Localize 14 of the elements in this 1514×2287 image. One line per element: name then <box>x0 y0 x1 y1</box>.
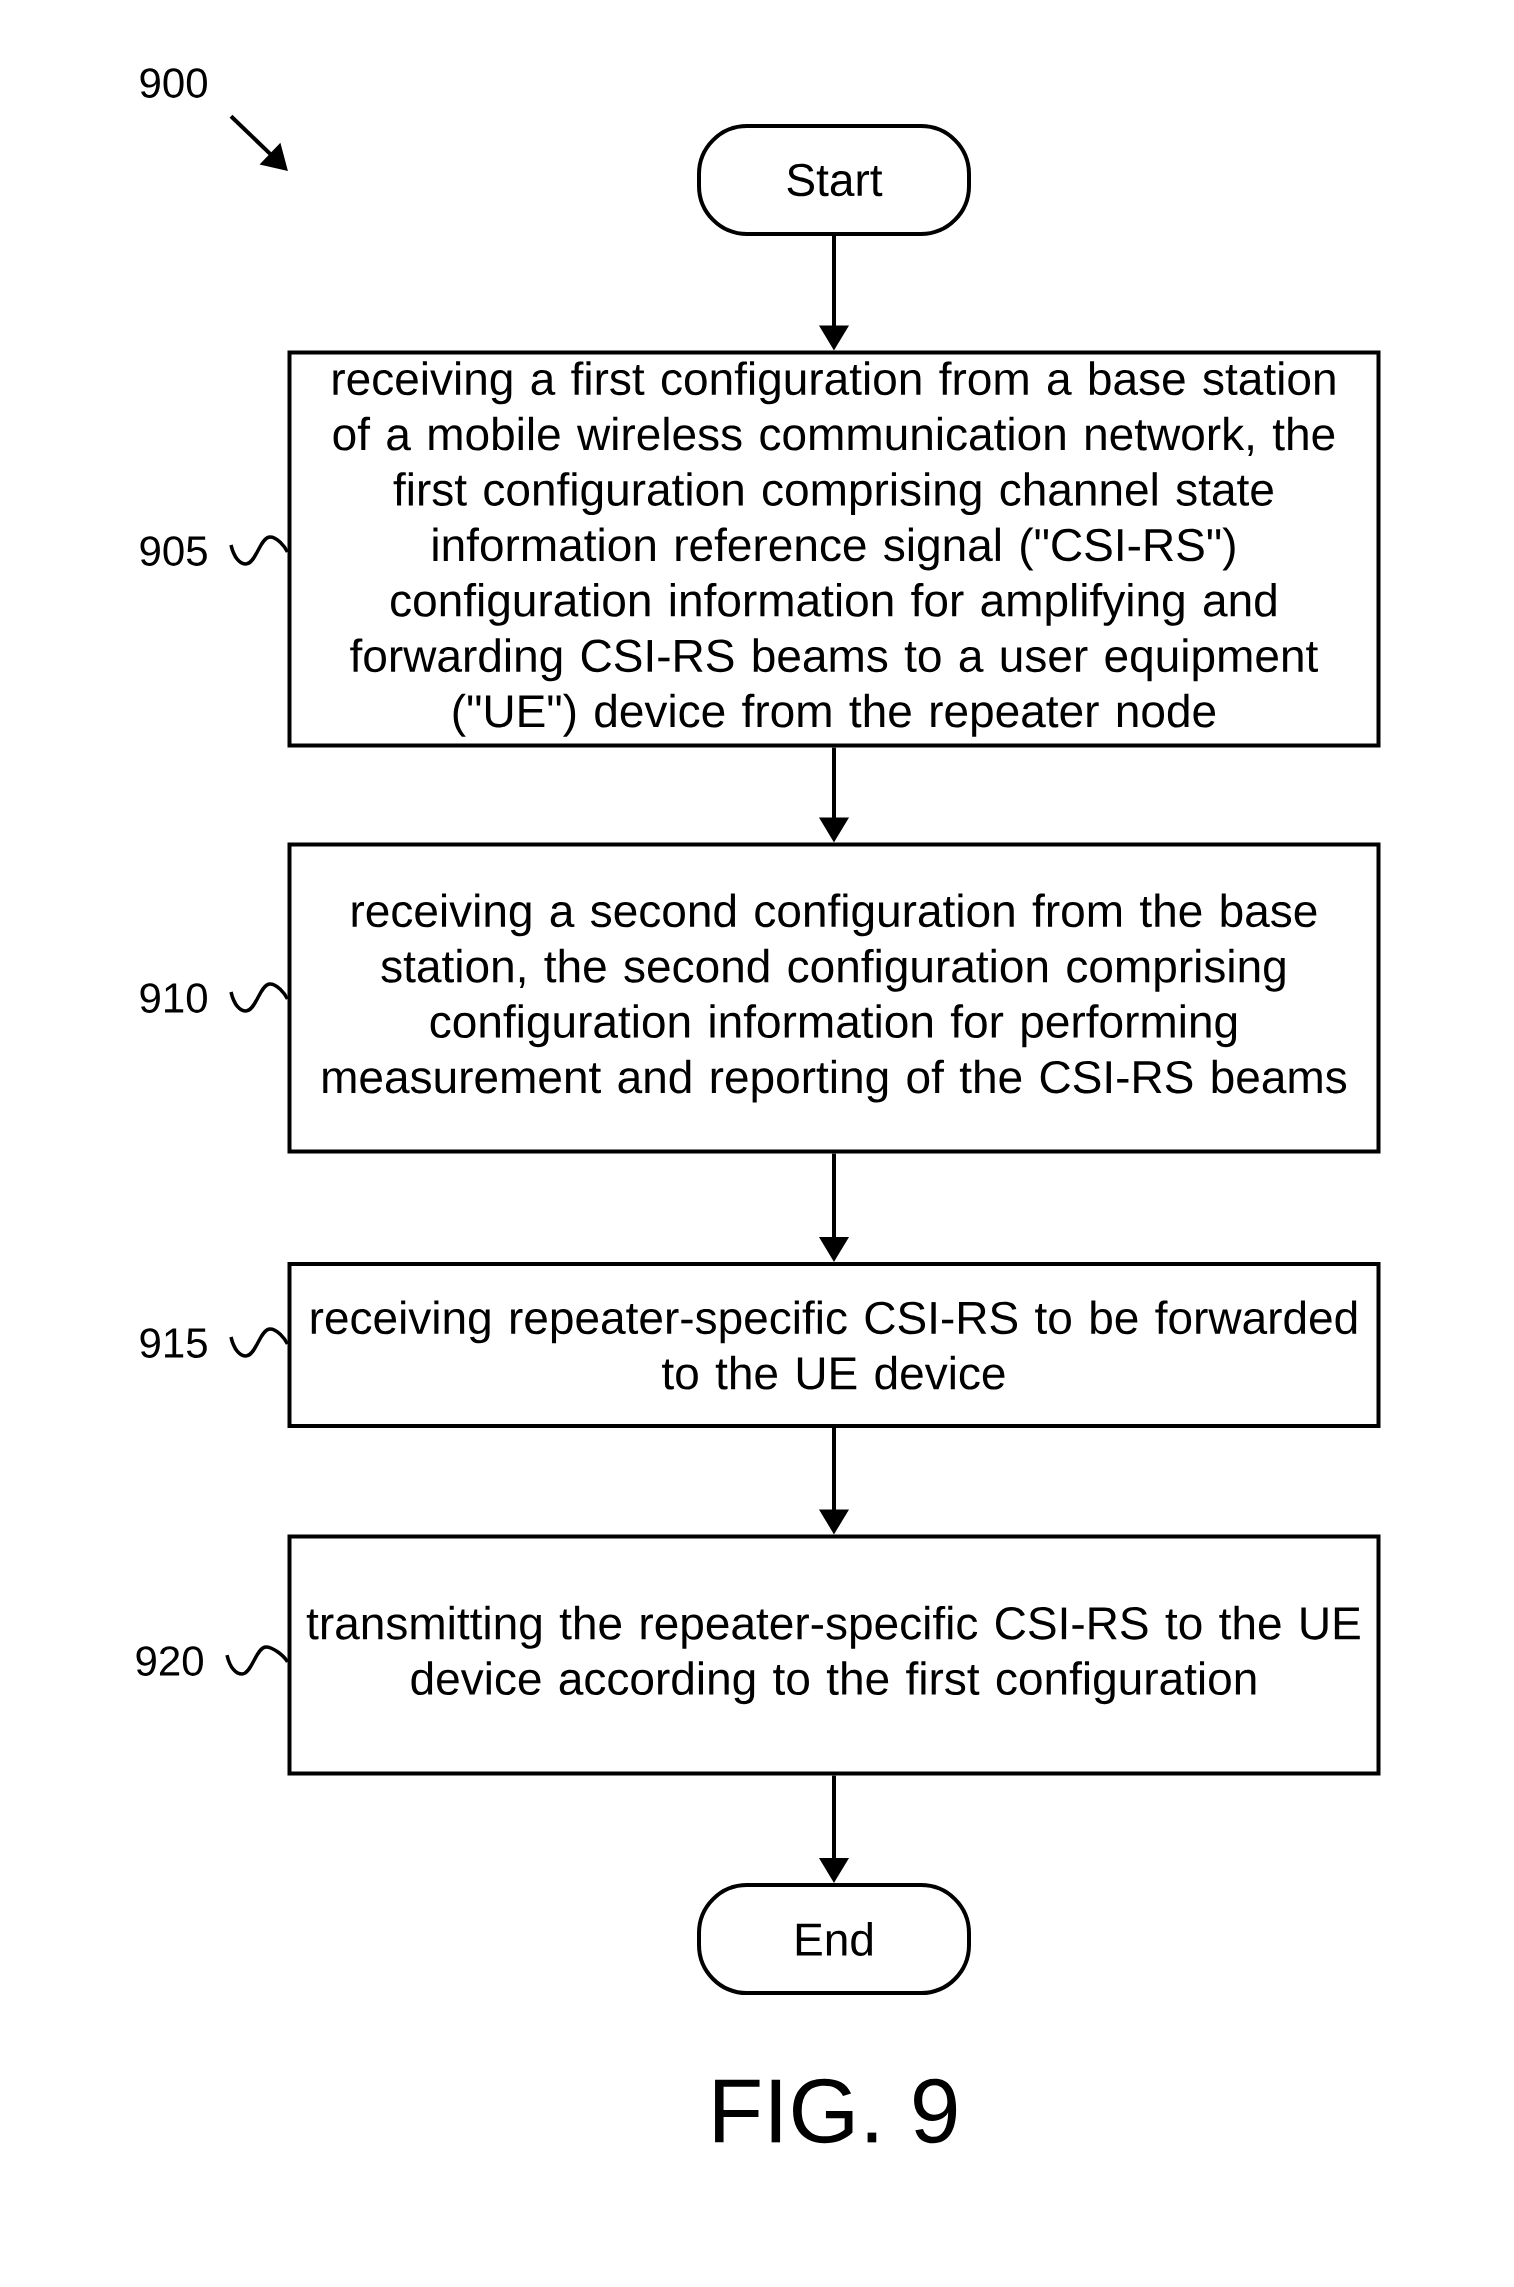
reference-numeral: 905 <box>140 536 207 566</box>
leader-line <box>225 1645 289 1676</box>
process-box: receiving repeater-specific CSI-RS to be forwarded to the UE device <box>287 1262 1381 1428</box>
process-box: receiving a first configuration from a base station of a mobile wireless communication network, the first configuration comprising channel state information reference signal ("CSI-RS") configuration information for amplifying and forwarding CSI-RS beams to a user equipment ("UE") device from the repeater node <box>287 350 1381 748</box>
reference-numeral: 900 <box>140 68 207 98</box>
process-box: transmitting the repeater-specific CSI-RS to the UE device according to the first configuration <box>287 1534 1381 1776</box>
arrow <box>229 114 288 171</box>
process-box: receiving a second configuration from the base station, the second configuration comprising configuration information for performing measurement and reporting of the CSI-RS beams <box>287 842 1381 1154</box>
terminal-box: End <box>697 1883 971 1995</box>
reference-numeral: 915 <box>140 1328 207 1358</box>
figure-caption: FIG. 9 <box>715 2078 957 2144</box>
terminal-box: Start <box>697 124 971 236</box>
reference-numeral: 920 <box>136 1646 203 1676</box>
reference-numeral: 910 <box>140 983 207 1013</box>
